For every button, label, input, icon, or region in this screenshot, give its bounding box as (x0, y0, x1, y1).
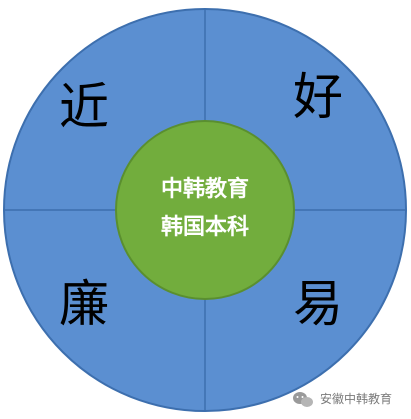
wechat-icon (293, 392, 313, 407)
center-title-line2: 韩国本科 (161, 214, 249, 240)
quadrant-char-top-right: 好 (293, 68, 343, 126)
quadrant-char-bottom-left: 廉 (59, 275, 109, 333)
center-title-line1: 中韩教育 (161, 176, 249, 202)
watermark: 安徽中韩教育 (293, 391, 392, 407)
center-circle (115, 120, 295, 300)
quadrant-char-bottom-right: 易 (293, 275, 343, 333)
quadrant-char-top-left: 近 (59, 78, 109, 136)
watermark-text: 安徽中韩教育 (320, 391, 392, 406)
